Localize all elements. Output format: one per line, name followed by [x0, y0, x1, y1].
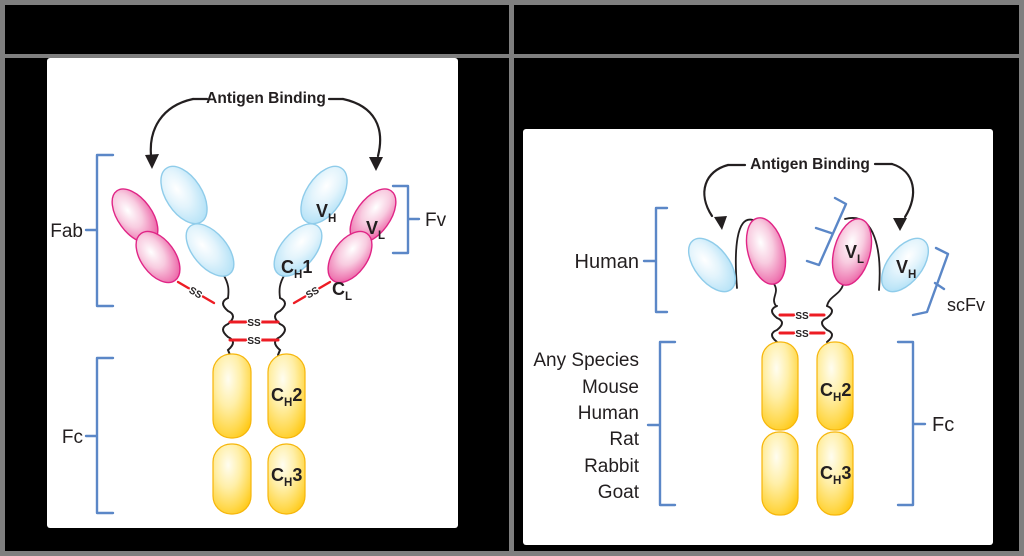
scfv-antibody-diagram: Antigen Binding SS SS — [533, 156, 985, 516]
arrowhead-left-icon — [714, 216, 727, 230]
scfv-antibody-figure: Antigen Binding SS SS — [523, 129, 993, 545]
species-rat: Rat — [609, 429, 639, 450]
antigen-binding-label: Antigen Binding — [750, 156, 870, 173]
fc-label: Fc — [932, 414, 954, 436]
fv-label: Fv — [425, 210, 447, 231]
hinge-connector-right — [826, 284, 844, 307]
ch3-domain-label: CH3 — [820, 463, 851, 487]
disulfide-bond-light-right — [292, 280, 332, 305]
scfv-bracket-left — [805, 196, 848, 267]
fc-label: Fc — [62, 427, 83, 448]
antigen-binding-label: Antigen Binding — [206, 90, 326, 107]
heavy-chain-ch1-oval-left — [185, 223, 235, 277]
heavy-chain-vh-oval-right — [300, 165, 348, 225]
vl-domain-label: VL — [845, 242, 864, 266]
arrowhead-left-icon — [145, 154, 159, 169]
vl-domain-label: VL — [366, 218, 385, 242]
vh-domain-label: VH — [316, 201, 336, 225]
scfv-linker-right — [844, 217, 881, 291]
scfv-bracket-right — [911, 246, 950, 317]
species-rabbit: Rabbit — [584, 456, 640, 477]
ch2-domain-label: CH2 — [271, 385, 302, 409]
fc-bracket — [896, 340, 927, 507]
species-mouse: Mouse — [582, 377, 639, 398]
conventional-antibody-diagram: Antigen Binding SS SS SS SS — [50, 90, 447, 515]
antigen-binding-arrow-right — [890, 162, 915, 219]
right-header-bar — [514, 5, 1019, 54]
hinge-coil-left — [771, 305, 783, 343]
arrowhead-right-icon — [369, 157, 383, 171]
vertical-divider — [509, 5, 514, 551]
heavy-chain-ch1-oval-right — [273, 223, 323, 277]
disulfide-bond-light-left — [176, 280, 216, 305]
arrowhead-right-icon — [893, 218, 907, 231]
antigen-binding-arrow-right — [341, 97, 382, 158]
fab-label: Fab — [50, 221, 83, 242]
fv-bracket — [391, 184, 421, 255]
fc-ch2-capsule-left — [761, 341, 799, 431]
scfv-linker-left — [734, 218, 754, 289]
ss-label: SS — [795, 311, 809, 322]
fc-ch3-capsule-right — [267, 443, 306, 515]
species-goat: Goat — [598, 482, 640, 503]
human-bracket — [642, 206, 669, 314]
ch3-domain-label: CH3 — [271, 465, 302, 489]
species-bracket — [646, 340, 677, 507]
hinge-coil-right — [274, 297, 286, 356]
fc-ch3-capsule-left — [212, 443, 252, 515]
vh-domain-label: VH — [896, 257, 916, 281]
header-divider — [5, 54, 1019, 58]
ch1-domain-label: CH1 — [281, 257, 312, 281]
fab-bracket — [84, 153, 115, 308]
vl-oval-left — [745, 217, 787, 285]
fc-ch3-capsule-left — [761, 431, 799, 516]
light-chain-cl-oval-left — [135, 230, 181, 284]
light-chain-cl-oval-right — [327, 230, 373, 284]
hinge-coil-right — [821, 305, 833, 343]
fc-ch2-capsule-right — [816, 341, 854, 431]
heavy-chain-vh-oval-left — [160, 165, 208, 225]
conventional-antibody-figure: Antigen Binding SS SS SS SS — [47, 58, 458, 528]
vh-oval-right — [880, 237, 930, 293]
ch2-domain-label: CH2 — [820, 380, 851, 404]
vl-oval-right — [831, 218, 873, 286]
hinge-coil-left — [222, 297, 234, 356]
scfv-label: scFv — [947, 295, 985, 315]
hinge-connector-left — [773, 283, 777, 307]
antigen-binding-arrow-left — [703, 163, 730, 218]
left-header-bar — [5, 5, 509, 54]
ss-label: SS — [247, 318, 261, 329]
human-label: Human — [575, 251, 639, 273]
heavy-chain-linker-right — [278, 273, 286, 299]
fc-bracket — [84, 356, 115, 515]
cl-domain-label: CL — [332, 279, 352, 303]
figure-background: Antigen Binding SS SS SS SS — [5, 5, 1019, 551]
species-human: Human — [578, 403, 639, 424]
vh-oval-left — [687, 237, 737, 293]
antigen-binding-arrow-left — [149, 97, 195, 157]
ss-label: SS — [795, 329, 809, 340]
heavy-chain-linker-left — [222, 273, 230, 299]
fc-ch3-capsule-right — [816, 431, 854, 516]
fc-ch2-capsule-right — [267, 353, 306, 439]
ss-label: SS — [247, 336, 261, 347]
fc-ch2-capsule-left — [212, 353, 252, 439]
species-any: Any Species — [533, 350, 639, 371]
